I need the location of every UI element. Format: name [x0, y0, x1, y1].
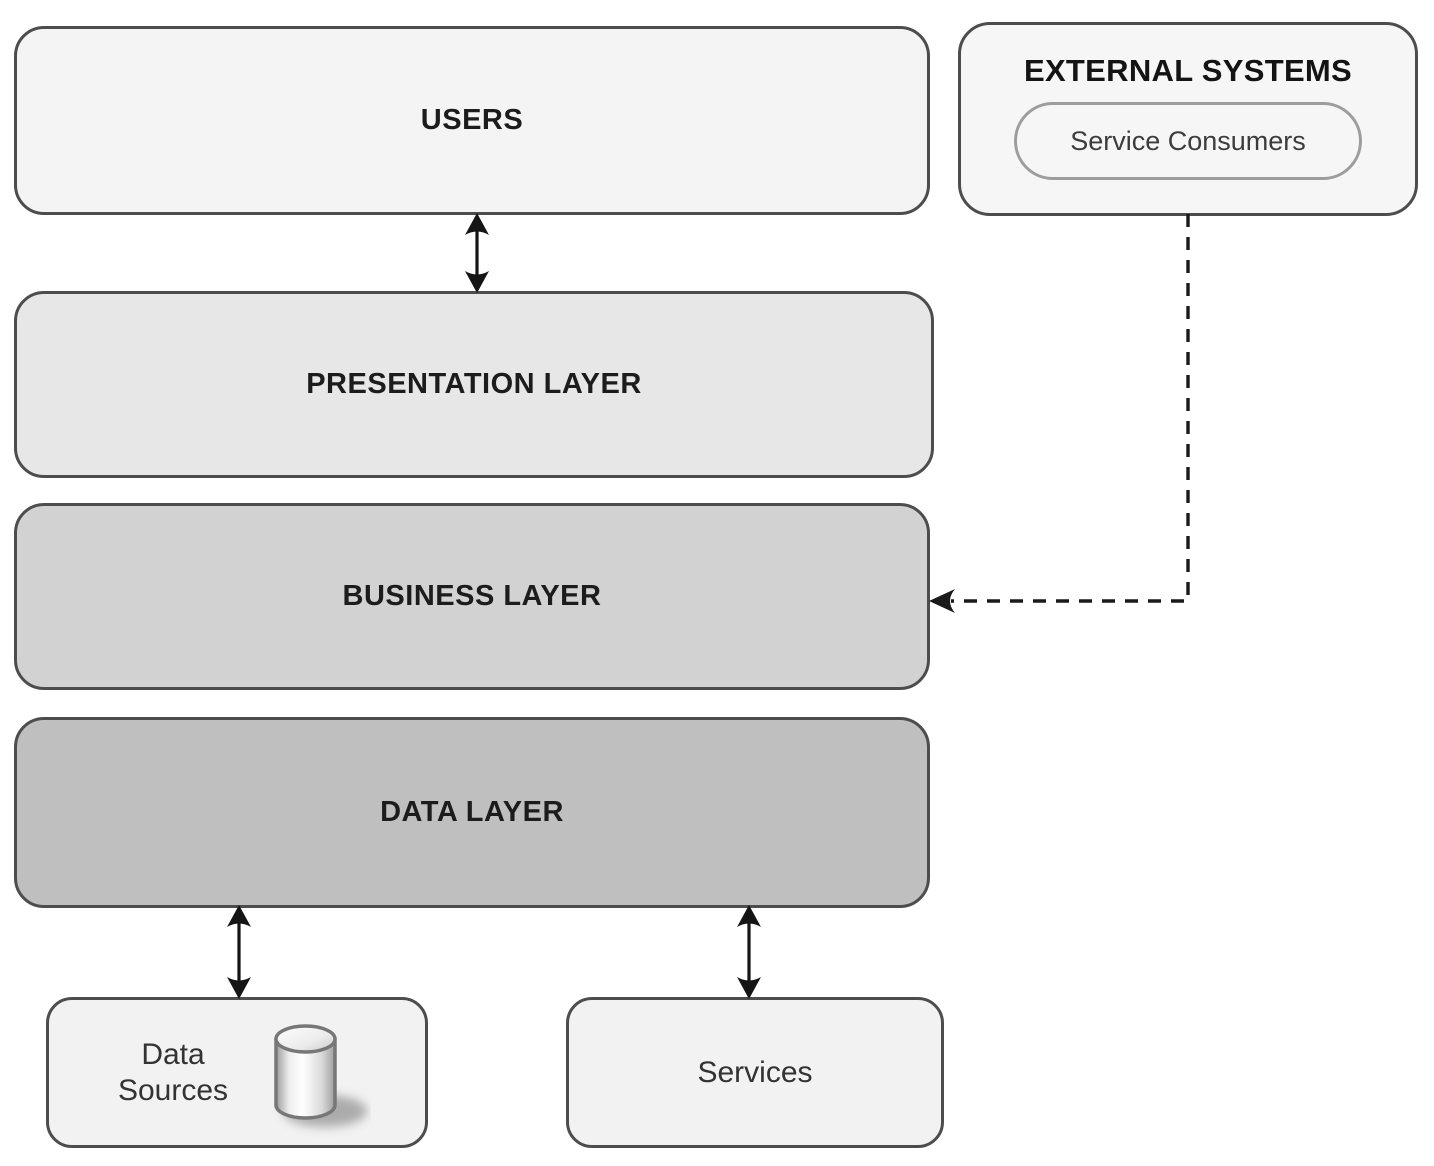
users-presentation-double-arrow — [465, 213, 489, 293]
external-systems-title: EXTERNAL SYSTEMS — [1023, 53, 1353, 88]
users-label: USERS — [420, 104, 524, 136]
services-box: Services — [566, 997, 944, 1148]
service-consumers-label: Service Consumers — [1070, 125, 1306, 156]
data-sources-label: Data Sources — [117, 1038, 229, 1107]
external-systems-box: EXTERNAL SYSTEMS Service Consumers — [958, 22, 1418, 216]
data-layer-label: DATA LAYER — [380, 796, 564, 828]
presentation-layer-box: PRESENTATION LAYER — [14, 291, 934, 478]
database-cylinder-icon — [274, 1023, 367, 1127]
business-layer-label: BUSINESS LAYER — [342, 580, 602, 612]
business-layer-box: BUSINESS LAYER — [14, 503, 930, 690]
users-box: USERS — [14, 26, 930, 215]
data-sources-box: Data Sources — [46, 997, 428, 1148]
data-layer-box: DATA LAYER — [14, 717, 930, 908]
external-business-dashed-arrow — [929, 214, 1190, 613]
service-consumers-pill: Service Consumers — [1014, 102, 1362, 180]
services-label: Services — [697, 1055, 813, 1089]
presentation-layer-label: PRESENTATION LAYER — [306, 368, 642, 400]
data-datasources-double-arrow — [227, 905, 251, 999]
data-services-double-arrow — [737, 905, 761, 999]
